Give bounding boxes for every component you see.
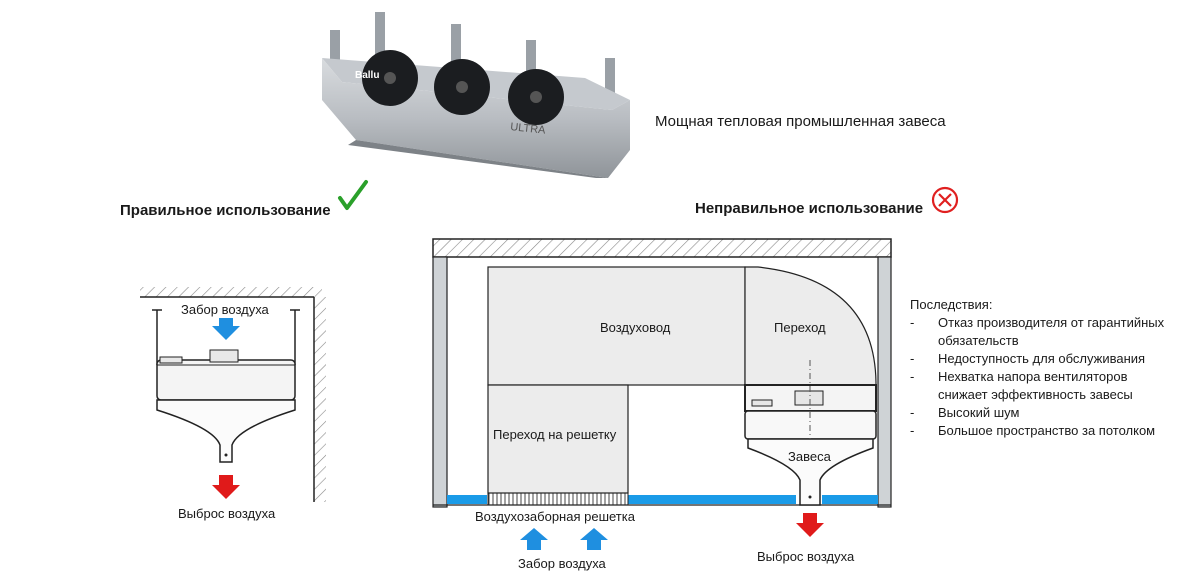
correct-usage-diagram — [140, 180, 368, 502]
incorrect-air-intake-label: Забор воздуха — [518, 556, 606, 571]
duct-label: Воздуховод — [600, 320, 671, 335]
incorrect-usage-diagram — [432, 186, 959, 550]
model-label: ULTRA — [510, 121, 547, 137]
intake-arrow-icon — [212, 318, 240, 340]
consequence-item-cont: снижает эффективность завесы — [938, 387, 1133, 402]
correct-usage-heading: Правильное использование — [120, 202, 331, 219]
product-image: Ballu ULTRA — [322, 12, 630, 178]
grille-transition-label: Переход на решетку — [493, 427, 617, 442]
incorrect-usage-heading: Неправильное использование — [695, 200, 924, 217]
transition-label: Переход — [774, 320, 826, 335]
consequence-item: Отказ производителя от гарантийных — [910, 314, 1190, 332]
incorrect-air-exhaust-label: Выброс воздуха — [757, 549, 855, 564]
exhaust-arrow-icon — [212, 475, 240, 499]
intake-arrow-icon — [580, 528, 608, 550]
consequence-item: Нехватка напора вентиляторов — [910, 368, 1190, 386]
check-icon — [338, 180, 368, 210]
consequence-item: Большое пространство за потолком — [910, 422, 1190, 440]
intake-grille-label: Воздухозаборная решетка — [475, 509, 635, 524]
consequence-item: Недоступность для обслуживания — [910, 350, 1190, 368]
correct-air-intake-label: Забор воздуха — [181, 302, 269, 317]
exhaust-arrow-icon — [796, 513, 824, 537]
consequence-item: Высокий шум — [910, 404, 1190, 422]
consequences-title: Последствия: — [910, 297, 993, 312]
brand-logo: Ballu — [355, 70, 379, 81]
consequence-item-cont: обязательств — [938, 333, 1019, 348]
cross-circle-icon — [931, 186, 959, 214]
correct-air-exhaust-label: Выброс воздуха — [178, 506, 276, 521]
curtain-label: Завеса — [788, 449, 831, 464]
consequences-list: Последствия: Отказ производителя от гара… — [910, 296, 1190, 440]
product-caption: Мощная тепловая промышленная завеса — [655, 113, 946, 130]
intake-arrow-icon — [520, 528, 548, 550]
